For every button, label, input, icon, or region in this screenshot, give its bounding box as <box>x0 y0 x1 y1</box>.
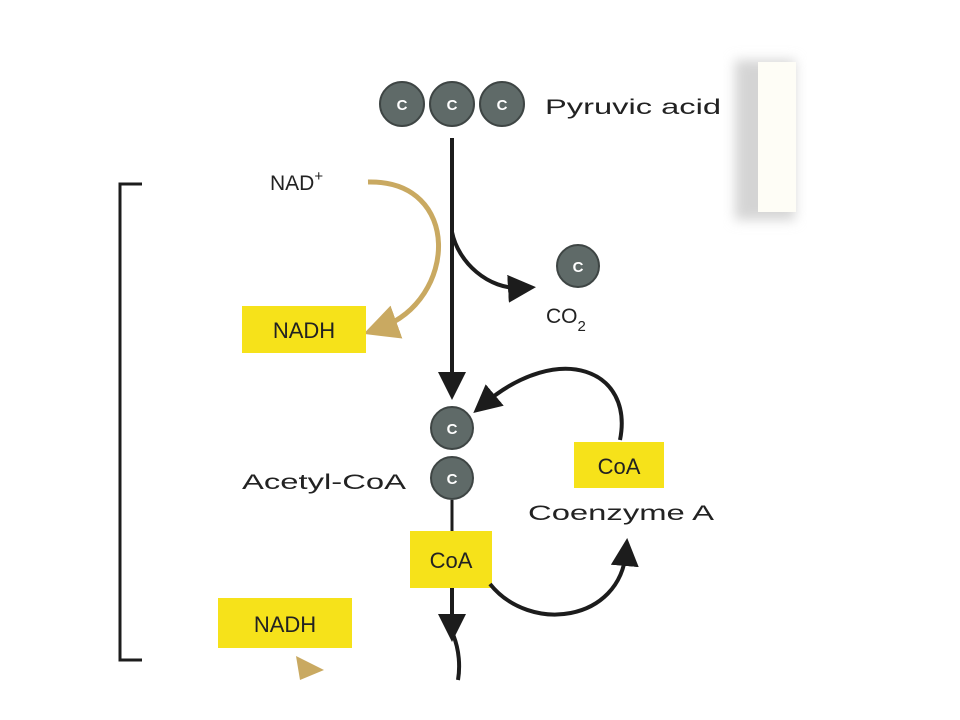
coenzyme-a-label: Coenzyme A <box>528 502 714 525</box>
co2-subscript: 2 <box>578 318 586 335</box>
nadh-bottom-box: NADH <box>218 598 352 648</box>
carbon-atom-label: C <box>497 97 508 114</box>
nad-plus-label: NAD+ <box>270 168 323 195</box>
carbon-atom-label: C <box>573 259 584 276</box>
stage-bracket <box>118 182 142 662</box>
co2-release-arrow <box>450 231 536 303</box>
acetyl-coa-label: Acetyl-CoA <box>242 471 406 494</box>
acetyl-molecule: C C <box>430 406 474 500</box>
carbon-atom <box>479 81 525 127</box>
nad-arrow-fragment <box>296 656 324 680</box>
carbon-atom <box>556 244 600 288</box>
carbon-atom-label: C <box>397 97 408 114</box>
coa-release-arrow <box>488 538 639 617</box>
nad-reduction-arrow <box>363 179 441 339</box>
nad-base: NAD <box>270 172 314 195</box>
acetyl-coa-box: CoA <box>410 531 492 588</box>
pyruvate-molecule: C C C <box>379 81 525 127</box>
carbon-atom <box>430 406 474 450</box>
co2-label: CO2 <box>546 305 586 335</box>
carbon-atom <box>430 456 474 500</box>
coenzyme-a-box-label: CoA <box>598 454 641 479</box>
carbon-atom <box>379 81 425 127</box>
carbon-atom-label: C <box>447 421 458 438</box>
carbon-atom-label: C <box>447 471 458 488</box>
continuation-curve <box>450 631 462 681</box>
carbon-atom <box>429 81 475 127</box>
coenzyme-a-box: CoA <box>574 442 664 488</box>
nadh-bottom-label: NADH <box>254 612 316 637</box>
nadh-top-box: NADH <box>242 306 366 353</box>
carbon-atom-label: C <box>447 97 458 114</box>
pyruvic-acid-label: Pyruvic acid <box>545 96 721 119</box>
acetyl-coa-box-label: CoA <box>430 548 473 573</box>
nadh-top-label: NADH <box>273 318 335 343</box>
co2-base: CO <box>546 305 578 328</box>
nad-superscript: + <box>314 168 323 185</box>
coa-binding-arrow <box>473 366 624 441</box>
side-card <box>735 60 796 220</box>
